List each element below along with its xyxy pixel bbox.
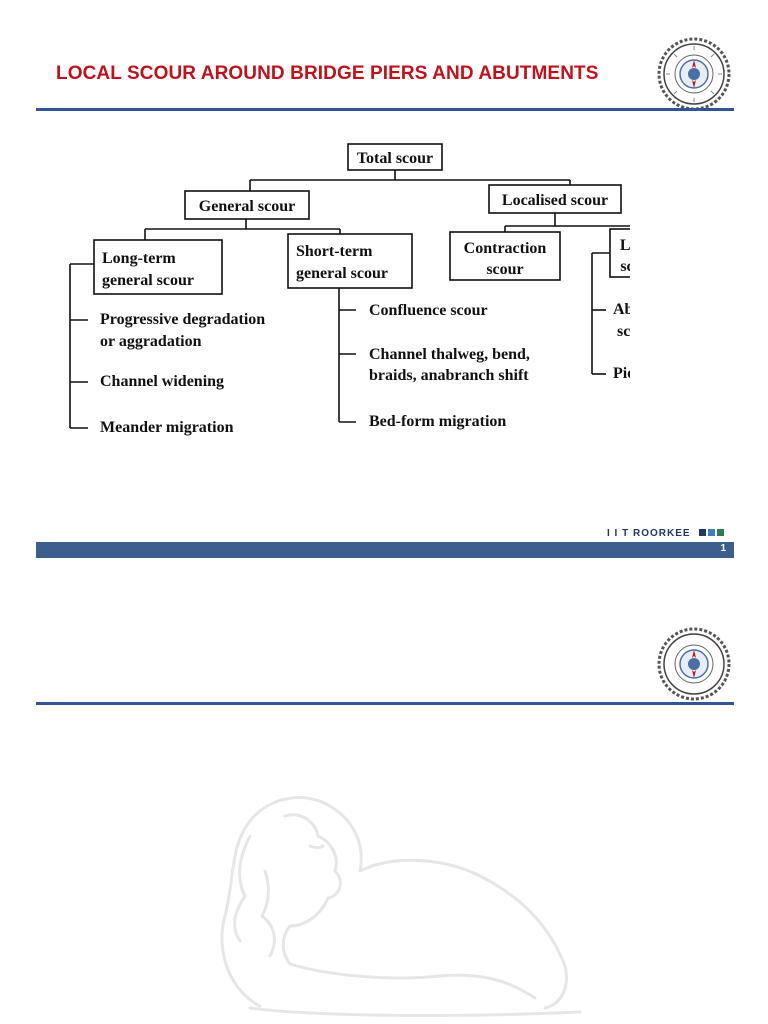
brand-square-icon [708, 529, 716, 536]
institute-seal-icon [657, 37, 731, 111]
item-progressive-degradation-line2: or aggradation [100, 333, 202, 350]
node-total-scour: Total scour [357, 150, 433, 167]
node-short-term-line2: general scour [296, 265, 388, 282]
item-meander-migration: Meander migration [100, 419, 234, 436]
slide-1: LOCAL SCOUR AROUND BRIDGE PIERS AND ABUT… [36, 37, 734, 558]
item-channel-widening: Channel widening [100, 373, 224, 390]
item-abutment-scour-line2: scour [617, 323, 630, 340]
brand-square-icon [699, 529, 707, 536]
node-general-scour: General scour [199, 198, 295, 215]
slide-2 [0, 576, 768, 1024]
node-contraction-line1: Contraction [464, 240, 547, 257]
node-local-line2: scour [620, 258, 630, 275]
slide-title: LOCAL SCOUR AROUND BRIDGE PIERS AND ABUT… [56, 63, 599, 84]
institute-seal-icon [657, 627, 731, 701]
item-progressive-degradation-line1: Progressive degradation [100, 311, 265, 328]
title-rule [36, 702, 734, 705]
node-localised-scour: Localised scour [502, 192, 608, 209]
node-long-term-line1: Long-term [102, 250, 176, 267]
brand-square-icon [717, 529, 725, 536]
item-confluence-scour: Confluence scour [369, 302, 488, 319]
lion-watermark-icon [220, 796, 582, 1017]
footer-brand-text: I I T ROORKEE [607, 528, 691, 539]
item-abutment-scour-line1: Abutment [613, 301, 630, 318]
item-channel-thalweg-line1: Channel thalweg, bend, [369, 346, 530, 363]
footer-bar: 1 [36, 542, 734, 558]
page-number: 1 [720, 543, 726, 554]
node-local-line1: Local [620, 237, 630, 254]
node-contraction-line2: scour [486, 261, 523, 278]
item-channel-thalweg-line2: braids, anabranch shift [369, 367, 529, 384]
item-pier-scour: Pier scour [613, 365, 630, 382]
scour-classification-diagram: Total scour General scour Localised scou… [69, 143, 630, 436]
footer-brand: I I T ROORKEE [607, 528, 725, 539]
node-long-term-line2: general scour [102, 272, 194, 289]
title-rule [36, 108, 734, 111]
node-short-term-line1: Short-term [296, 243, 373, 260]
item-bed-form-migration: Bed-form migration [369, 413, 506, 430]
